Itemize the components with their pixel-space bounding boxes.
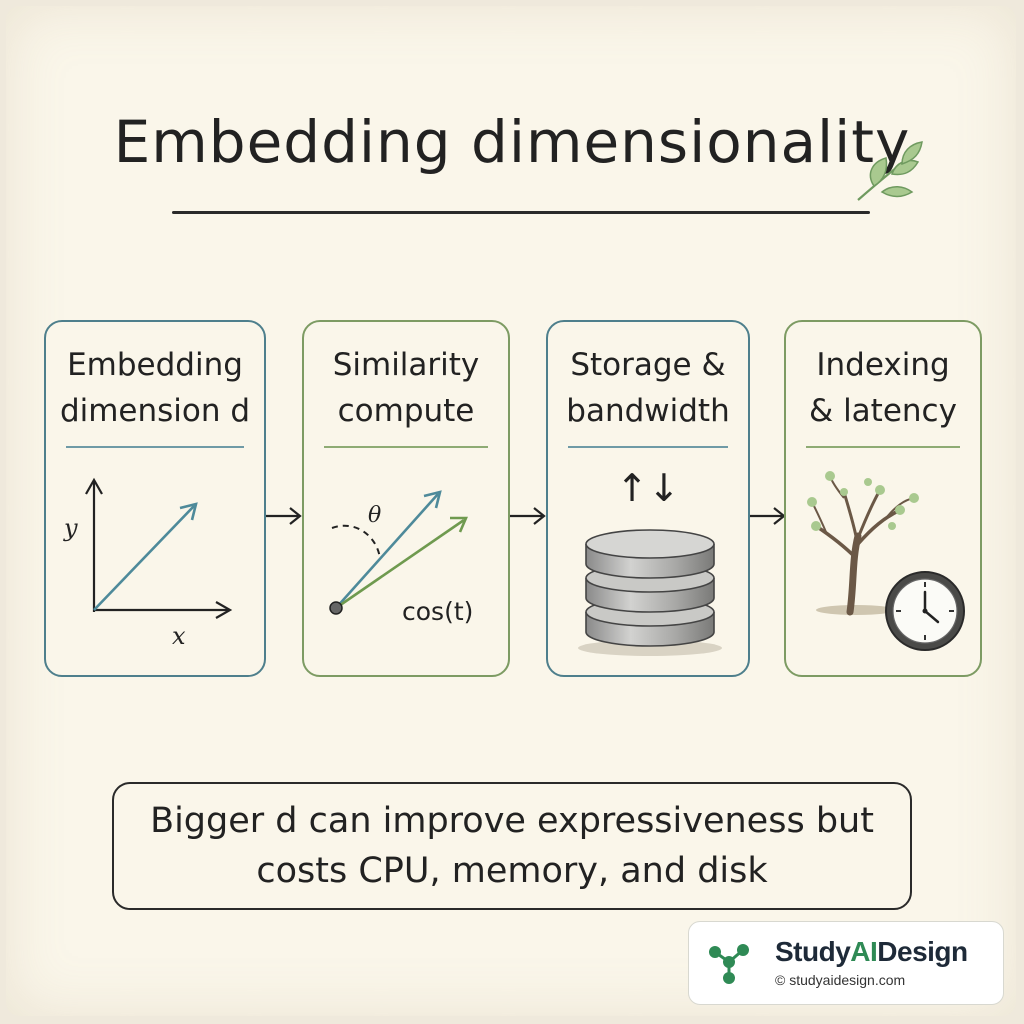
step-label-line2: compute: [337, 393, 475, 429]
brand-url: © studyaidesign.com: [775, 972, 906, 988]
cosine-formula: cos(t): [402, 597, 473, 626]
brand-name: StudyAIDesign: [775, 936, 968, 968]
axis-y-label: y: [63, 514, 78, 542]
flow-arrow-1: [266, 507, 302, 525]
vector-axes-icon: y x: [63, 477, 233, 650]
step-label: Similarity compute: [304, 342, 508, 434]
step-embedding-dimension: Embedding dimension d y x: [44, 320, 266, 677]
brand-badge: StudyAIDesign © studyaidesign.com: [688, 921, 1004, 1005]
brand-name-part1: Study: [775, 936, 851, 967]
leaf-icon: [857, 141, 923, 201]
step-divider: [324, 446, 488, 448]
step-label-line1: Storage &: [570, 347, 726, 383]
brand-name-accent: AI: [850, 936, 878, 967]
summary-note-line2: costs CPU, memory, and disk: [256, 851, 768, 891]
step-storage-bandwidth: Storage & bandwidth ↑↓: [546, 320, 750, 677]
step-label: Embedding dimension d: [46, 342, 264, 434]
flow-arrow-3: [750, 507, 786, 525]
cosine-angle-icon: θ cos(t): [329, 490, 473, 626]
step-label-line1: Embedding: [67, 347, 243, 383]
step-divider: [806, 446, 960, 448]
flow-arrow-2: [510, 507, 546, 525]
step-label-line2: dimension d: [59, 393, 251, 429]
summary-note: Bigger d can improve expressiveness but …: [112, 782, 912, 910]
page-title: Embedding dimensionality: [113, 108, 911, 176]
title-underline: [172, 211, 870, 214]
clock-icon: [885, 571, 965, 651]
step-similarity-compute: Similarity compute θ cos(t): [302, 320, 510, 677]
angle-label: θ: [368, 503, 381, 528]
step-divider: [568, 446, 728, 448]
step-label-line2: bandwidth: [566, 393, 730, 429]
step-label: Storage & bandwidth: [548, 342, 748, 434]
brand-name-part3: Design: [877, 936, 968, 967]
tree-icon: [807, 471, 919, 616]
step-label-line1: Similarity: [332, 347, 480, 383]
step-divider: [66, 446, 244, 448]
step-label: Indexing & latency: [786, 342, 980, 434]
step-indexing-latency: Indexing & latency: [784, 320, 982, 677]
step-label-line2: & latency: [809, 393, 957, 429]
io-arrows-icon: ↑↓: [616, 466, 680, 510]
summary-note-line1: Bigger d can improve expressiveness but: [150, 801, 874, 841]
molecule-logo-icon: [709, 944, 749, 984]
database-disk-stack-icon: [578, 529, 722, 656]
axis-x-label: x: [172, 622, 186, 650]
step-label-line1: Indexing: [816, 347, 950, 383]
